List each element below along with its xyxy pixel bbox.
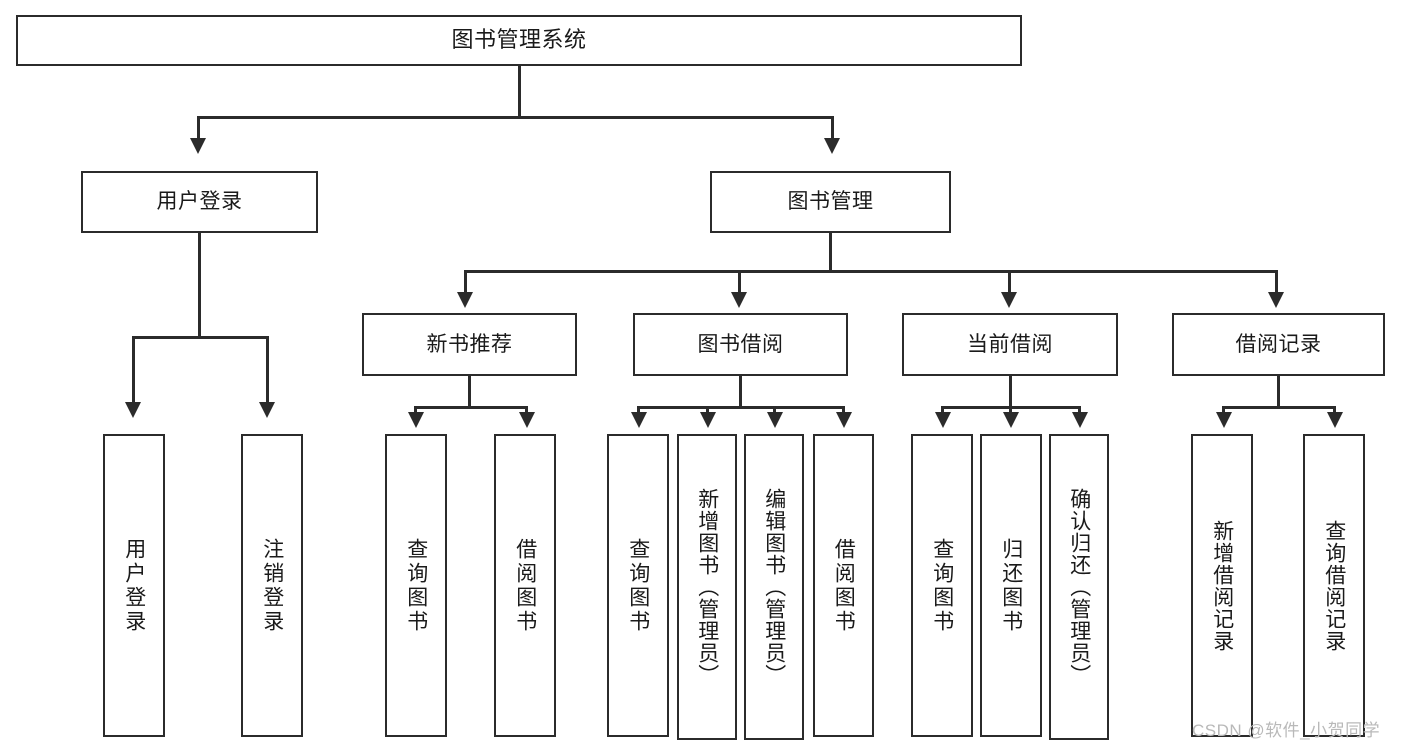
arrow-to-cb-leaf-1 bbox=[935, 412, 951, 428]
leaf-edit-book-admin[interactable]: 编辑图书（管理员） bbox=[744, 434, 804, 740]
node-label: 确认归还（管理员） bbox=[1067, 488, 1091, 686]
connector-cb-drop-1 bbox=[941, 406, 944, 416]
connector-nbr-drop-2 bbox=[525, 406, 528, 416]
arrow-to-book-management bbox=[824, 138, 840, 154]
watermark-csdn: CSDN @软件_小贺同学 bbox=[1192, 721, 1381, 740]
arrow-to-nbr-leaf-2 bbox=[519, 412, 535, 428]
connector-root-drop-right bbox=[831, 116, 834, 140]
node-label: 图书借阅 bbox=[697, 332, 784, 356]
arrow-to-cb-leaf-2 bbox=[1003, 412, 1019, 428]
arrow-to-user-login bbox=[190, 138, 206, 154]
node-book-management[interactable]: 图书管理 bbox=[710, 171, 951, 233]
node-label: 用户登录 bbox=[122, 537, 146, 634]
arrow-to-bb-leaf-3 bbox=[767, 412, 783, 428]
connector-bb-stem bbox=[739, 376, 742, 408]
arrow-to-book-borrow bbox=[731, 292, 747, 308]
connector-bb-drop-3 bbox=[773, 406, 776, 416]
arrow-to-leaf-logout bbox=[259, 402, 275, 418]
connector-cb-drop-3 bbox=[1078, 406, 1081, 416]
connector-bb-drop-2 bbox=[706, 406, 709, 416]
leaf-borrow-book[interactable]: 借阅图书 bbox=[813, 434, 874, 737]
leaf-add-borrow-record[interactable]: 新增借阅记录 bbox=[1191, 434, 1253, 737]
arrow-to-new-book-recommend bbox=[457, 292, 473, 308]
node-label: 当前借阅 bbox=[967, 332, 1053, 356]
leaf-add-book-admin[interactable]: 新增图书（管理员） bbox=[677, 434, 737, 740]
arrow-to-leaf-user-login bbox=[125, 402, 141, 418]
leaf-user-login[interactable]: 用户登录 bbox=[103, 434, 165, 737]
node-current-borrow[interactable]: 当前借阅 bbox=[902, 313, 1118, 376]
connector-br-drop-1 bbox=[1222, 406, 1225, 416]
node-book-borrow[interactable]: 图书借阅 bbox=[633, 313, 848, 376]
connector-root-bus bbox=[197, 116, 834, 119]
node-new-book-recommend[interactable]: 新书推荐 bbox=[362, 313, 577, 376]
connector-user-login-stem bbox=[198, 233, 201, 338]
node-label: 借阅图书 bbox=[832, 537, 856, 634]
connector-br-drop-2 bbox=[1333, 406, 1336, 416]
arrow-to-bb-leaf-4 bbox=[836, 412, 852, 428]
node-label: 归还图书 bbox=[999, 537, 1023, 634]
arrow-to-borrow-record bbox=[1268, 292, 1284, 308]
connector-bm-drop-3 bbox=[1008, 270, 1011, 294]
connector-book-management-bus bbox=[464, 270, 1278, 273]
connector-user-login-drop-2 bbox=[266, 336, 269, 404]
connector-bb-drop-4 bbox=[842, 406, 845, 416]
connector-br-bus bbox=[1222, 406, 1336, 409]
node-label: 注销登录 bbox=[260, 537, 284, 634]
node-label: 查询图书 bbox=[404, 537, 428, 634]
leaf-query-book-current[interactable]: 查询图书 bbox=[911, 434, 973, 737]
connector-bm-drop-4 bbox=[1275, 270, 1278, 294]
node-label: 新书推荐 bbox=[426, 332, 513, 356]
connector-root-drop-left bbox=[197, 116, 200, 140]
arrow-to-bb-leaf-2 bbox=[700, 412, 716, 428]
node-label: 查询借阅记录 bbox=[1322, 519, 1346, 652]
node-label: 新增图书（管理员） bbox=[695, 488, 719, 686]
node-user-login[interactable]: 用户登录 bbox=[81, 171, 318, 233]
connector-nbr-bus bbox=[414, 406, 528, 409]
leaf-confirm-return-admin[interactable]: 确认归还（管理员） bbox=[1049, 434, 1109, 740]
arrow-to-br-leaf-1 bbox=[1216, 412, 1232, 428]
node-label: 借阅图书 bbox=[513, 537, 537, 634]
arrow-to-br-leaf-2 bbox=[1327, 412, 1343, 428]
node-borrow-record[interactable]: 借阅记录 bbox=[1172, 313, 1385, 376]
leaf-borrow-book-recommend[interactable]: 借阅图书 bbox=[494, 434, 556, 737]
connector-br-stem bbox=[1277, 376, 1280, 408]
leaf-return-book[interactable]: 归还图书 bbox=[980, 434, 1042, 737]
leaf-query-book-recommend[interactable]: 查询图书 bbox=[385, 434, 447, 737]
arrow-to-bb-leaf-1 bbox=[631, 412, 647, 428]
arrow-to-nbr-leaf-1 bbox=[408, 412, 424, 428]
node-label: 用户登录 bbox=[156, 190, 243, 214]
connector-book-management-stem bbox=[829, 233, 832, 272]
connector-user-login-drop-1 bbox=[132, 336, 135, 404]
connector-bb-bus bbox=[637, 406, 845, 409]
node-label: 查询图书 bbox=[930, 537, 954, 634]
node-label: 图书管理系统 bbox=[451, 27, 587, 53]
node-label: 新增借阅记录 bbox=[1210, 519, 1234, 652]
node-label: 查询图书 bbox=[626, 537, 650, 634]
node-label: 借阅记录 bbox=[1235, 332, 1322, 356]
connector-nbr-stem bbox=[468, 376, 471, 408]
connector-bb-drop-1 bbox=[637, 406, 640, 416]
leaf-query-borrow-record[interactable]: 查询借阅记录 bbox=[1303, 434, 1365, 737]
connector-user-login-bus bbox=[132, 336, 269, 339]
leaf-logout[interactable]: 注销登录 bbox=[241, 434, 303, 737]
connector-nbr-drop-1 bbox=[414, 406, 417, 416]
connector-cb-drop-2 bbox=[1009, 406, 1012, 416]
arrow-to-current-borrow bbox=[1001, 292, 1017, 308]
connector-root-stem bbox=[518, 66, 521, 118]
connector-cb-stem bbox=[1009, 376, 1012, 408]
connector-bm-drop-2 bbox=[738, 270, 741, 294]
node-label: 编辑图书（管理员） bbox=[762, 488, 786, 686]
connector-bm-drop-1 bbox=[464, 270, 467, 294]
arrow-to-cb-leaf-3 bbox=[1072, 412, 1088, 428]
node-label: 图书管理 bbox=[787, 190, 874, 214]
leaf-query-book-borrow[interactable]: 查询图书 bbox=[607, 434, 669, 737]
node-root-book-management-system[interactable]: 图书管理系统 bbox=[16, 15, 1022, 66]
